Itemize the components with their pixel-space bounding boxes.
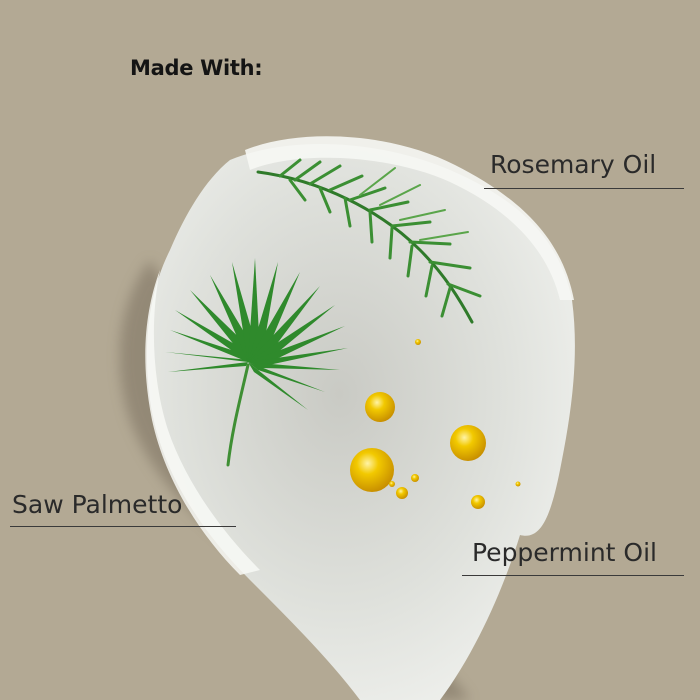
ingredient-label-rosemary: Rosemary Oil xyxy=(490,150,657,179)
ingredient-underline-rosemary xyxy=(484,188,684,189)
balm-smear xyxy=(146,143,575,700)
ingredient-underline-saw-palmetto xyxy=(10,526,236,527)
rosemary-sprig xyxy=(256,158,482,324)
ingredient-underline-peppermint xyxy=(462,575,684,576)
made-with-heading: Made With: xyxy=(130,56,263,80)
ingredient-label-saw-palmetto: Saw Palmetto xyxy=(12,490,183,519)
oil-droplets xyxy=(350,339,521,509)
ingredient-label-peppermint: Peppermint Oil xyxy=(472,538,657,567)
saw-palmetto-leaf xyxy=(165,258,348,467)
